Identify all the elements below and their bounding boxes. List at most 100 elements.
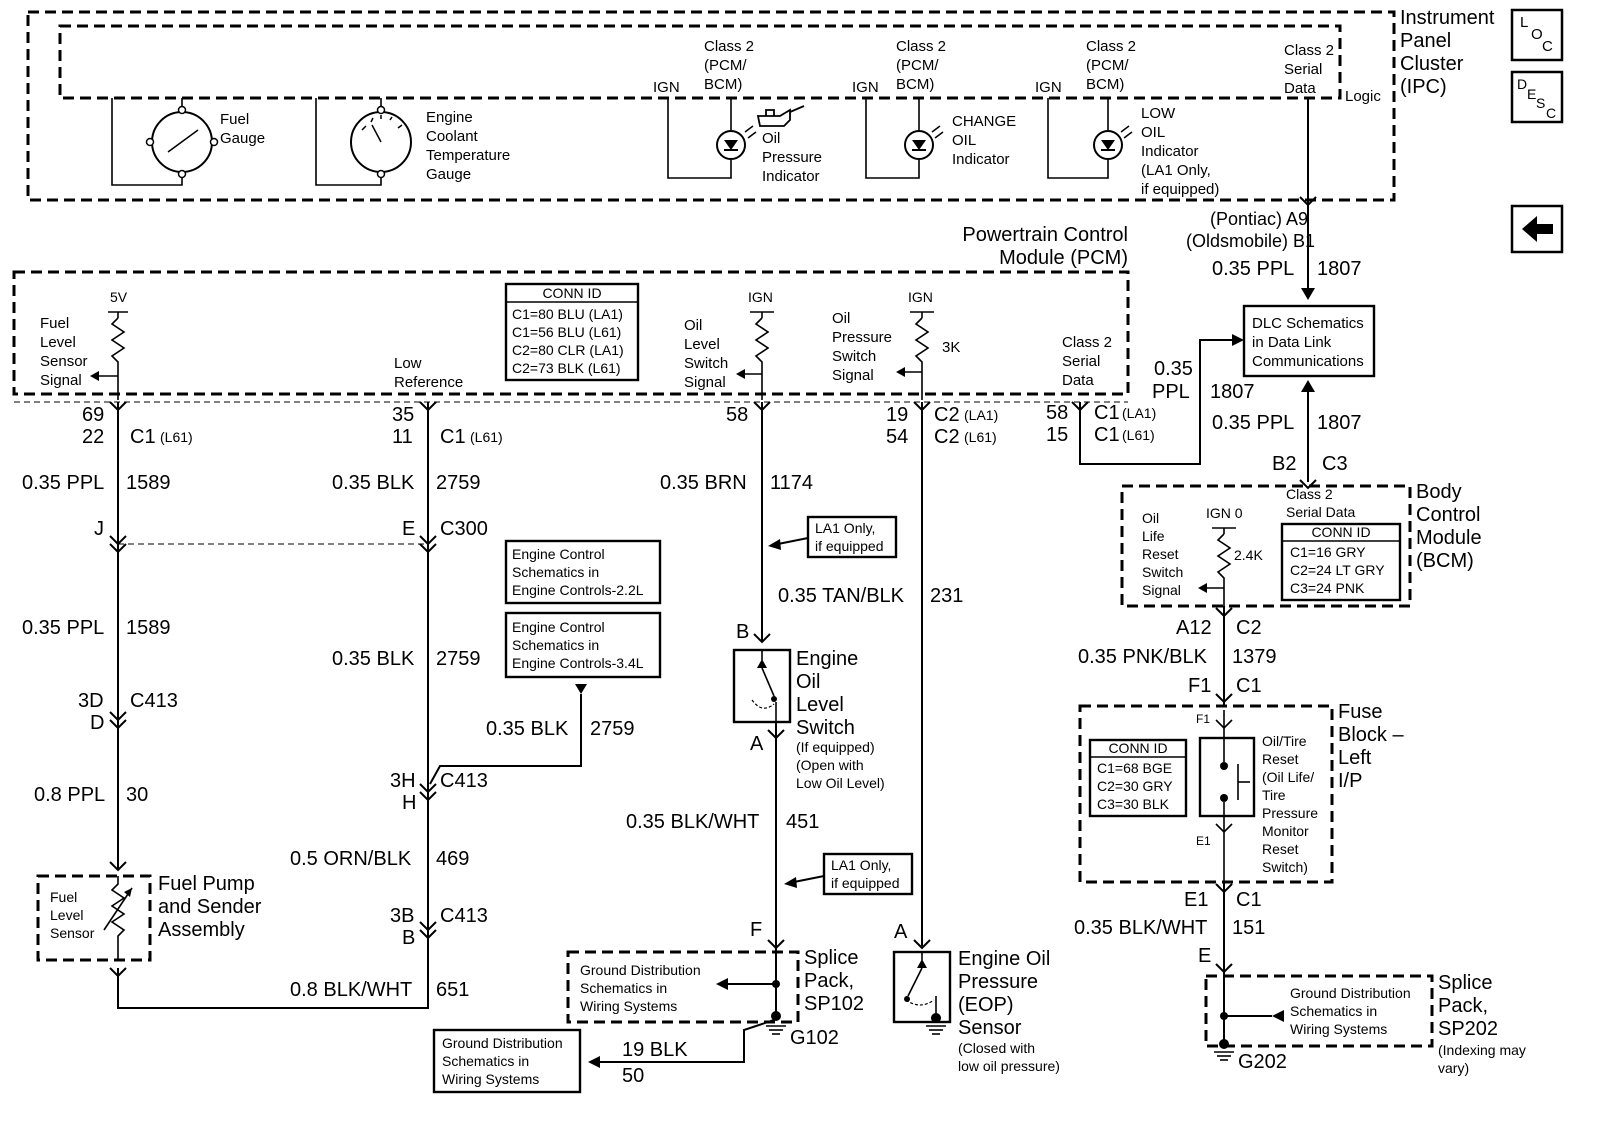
- svg-text:Tire: Tire: [1262, 787, 1286, 803]
- svg-text:Oil: Oil: [684, 317, 702, 334]
- wire-oil-level: 0.35 BRN 1174 B: [660, 401, 813, 644]
- svg-text:1589: 1589: [126, 472, 171, 494]
- svg-text:Oil: Oil: [1142, 510, 1159, 526]
- svg-text:22: 22: [82, 426, 104, 448]
- svg-text:Indicator: Indicator: [762, 168, 820, 185]
- svg-text:Fuel: Fuel: [40, 315, 69, 332]
- svg-text:Serial: Serial: [1062, 353, 1100, 370]
- svg-text:Panel: Panel: [1400, 30, 1451, 52]
- svg-text:0.5 ORN/BLK: 0.5 ORN/BLK: [290, 848, 412, 870]
- svg-text:Monitor: Monitor: [1262, 823, 1309, 839]
- svg-text:Signal: Signal: [40, 372, 82, 389]
- svg-text:C1: C1: [1236, 675, 1262, 697]
- back-button[interactable]: [1510, 204, 1564, 254]
- svg-text:(L61): (L61): [1122, 427, 1155, 443]
- svg-text:Engine Controls-2.2L: Engine Controls-2.2L: [512, 582, 644, 598]
- svg-text:and Sender: and Sender: [158, 896, 262, 918]
- svg-text:LA1 Only,: LA1 Only,: [831, 857, 891, 873]
- dlc-schematics-ref[interactable]: DLC Schematics in Data Link Communicatio…: [1242, 304, 1376, 378]
- svg-text:Class 2: Class 2: [896, 38, 946, 55]
- svg-text:Signal: Signal: [832, 367, 874, 384]
- svg-text:Left: Left: [1338, 747, 1372, 769]
- svg-text:0.35 BLK: 0.35 BLK: [332, 472, 415, 494]
- location-button[interactable]: L O C: [1510, 8, 1564, 62]
- svg-text:IGN: IGN: [852, 79, 879, 96]
- svg-text:Engine: Engine: [426, 109, 473, 126]
- svg-text:DLC Schematics: DLC Schematics: [1252, 315, 1364, 332]
- fuse-block-conn-id-table: CONN ID C1=68 BGE C2=30 GRY C3=30 BLK: [1088, 738, 1188, 818]
- wire-engine-control-ref: 0.35 BLK 2759: [429, 684, 635, 785]
- svg-text:(LA1 Only,: (LA1 Only,: [1141, 162, 1211, 179]
- pcm-outline: [12, 270, 1130, 396]
- engine-control-2-2l-ref[interactable]: Engine Control Schematics in Engine Cont…: [504, 539, 662, 605]
- svg-text:(Indexing may: (Indexing may: [1438, 1042, 1526, 1058]
- svg-text:Engine Control: Engine Control: [512, 619, 605, 635]
- svg-text:in Data Link: in Data Link: [1252, 334, 1332, 351]
- ipc-name: Instrument Panel Cluster (IPC): [1400, 7, 1495, 98]
- ground-distribution-ref-2[interactable]: Ground Distribution Schematics in Wiring…: [432, 1028, 582, 1094]
- svg-text:(If equipped): (If equipped): [796, 739, 875, 755]
- wire-fuel-return: 0.8 BLK/WHT 651: [117, 940, 469, 1009]
- svg-text:A: A: [750, 733, 764, 755]
- svg-text:Schematics in: Schematics in: [442, 1053, 529, 1069]
- svg-text:Pack,: Pack,: [1438, 995, 1488, 1017]
- svg-text:Powertrain Control: Powertrain Control: [962, 224, 1128, 246]
- svg-text:Signal: Signal: [1142, 582, 1181, 598]
- svg-text:Sensor: Sensor: [40, 353, 88, 370]
- svg-text:Instrument: Instrument: [1400, 7, 1495, 29]
- wire-oil-pressure: 0.35 TAN/BLK 231 A: [778, 401, 963, 950]
- svg-text:Low: Low: [394, 355, 422, 372]
- svg-text:A12: A12: [1176, 617, 1212, 639]
- pcm-low-reference: Low Reference: [394, 355, 463, 391]
- engine-oil-level-switch: Engine Oil Level Switch (If equipped) (O…: [732, 648, 885, 791]
- svg-text:Fuel: Fuel: [220, 111, 249, 128]
- svg-text:C2=24 LT GRY: C2=24 LT GRY: [1290, 562, 1385, 578]
- svg-text:C2=80 CLR (LA1): C2=80 CLR (LA1): [512, 342, 624, 358]
- svg-text:Oil: Oil: [832, 310, 850, 327]
- svg-text:0.35 PPL: 0.35 PPL: [1212, 258, 1294, 280]
- svg-text:0.35 TAN/BLK: 0.35 TAN/BLK: [778, 585, 905, 607]
- pcm-pins: 69 22 C1 (L61) 35 11 C1 (L61) 58 19 54 C…: [82, 402, 1156, 448]
- svg-text:0.35 BLK/WHT: 0.35 BLK/WHT: [1074, 917, 1207, 939]
- svg-text:Reset: Reset: [1142, 546, 1179, 562]
- svg-text:69: 69: [82, 404, 104, 426]
- svg-text:Oil/Tire: Oil/Tire: [1262, 733, 1307, 749]
- svg-text:Module (PCM): Module (PCM): [999, 247, 1128, 269]
- svg-text:PPL: PPL: [1152, 381, 1190, 403]
- svg-text:0.8 PPL: 0.8 PPL: [34, 784, 105, 806]
- bcm-serial-label: Class 2 Serial Data: [1286, 486, 1355, 520]
- svg-text:C1: C1: [1094, 424, 1120, 446]
- svg-text:Oil: Oil: [762, 130, 780, 147]
- svg-text:Pressure: Pressure: [1262, 805, 1318, 821]
- svg-text:Splice: Splice: [1438, 972, 1492, 994]
- engine-control-3-4l-ref[interactable]: Engine Control Schematics in Engine Cont…: [504, 611, 662, 679]
- svg-text:Indicator: Indicator: [952, 151, 1010, 168]
- svg-text:0.35 PPL: 0.35 PPL: [22, 617, 104, 639]
- oil-can-icon: [756, 105, 805, 127]
- svg-text:(PCM/: (PCM/: [704, 57, 747, 74]
- loc-letter-l: L: [1520, 14, 1528, 31]
- svg-text:CONN ID: CONN ID: [542, 285, 601, 301]
- svg-text:Oil: Oil: [796, 671, 820, 693]
- svg-text:A: A: [894, 921, 908, 943]
- svg-text:C413: C413: [130, 690, 178, 712]
- svg-text:C2: C2: [934, 426, 960, 448]
- description-button[interactable]: D E S C: [1510, 70, 1564, 124]
- svg-text:Pressure: Pressure: [832, 329, 892, 346]
- coolant-temperature-gauge: Engine Coolant Temperature Gauge: [315, 98, 510, 186]
- svg-text:Ground Distribution: Ground Distribution: [442, 1035, 563, 1051]
- oil-pressure-indicator: IGN Class 2 (PCM/ BCM) Oil Pressure Indi…: [653, 38, 822, 185]
- svg-text:D: D: [90, 712, 104, 734]
- svg-text:Schematics in: Schematics in: [580, 980, 667, 996]
- svg-text:2759: 2759: [436, 472, 481, 494]
- wire-fuel-level: 0.35 PPL 1589 J 0.35 PPL 1589 3D D C413 …: [22, 401, 178, 872]
- svg-text:low oil pressure): low oil pressure): [958, 1058, 1060, 1074]
- svg-text:451: 451: [786, 811, 819, 833]
- svg-text:vary): vary): [1438, 1060, 1469, 1076]
- svg-text:0.35 PNK/BLK: 0.35 PNK/BLK: [1078, 646, 1208, 668]
- svg-text:5V: 5V: [110, 289, 128, 305]
- wire-low-reference: 0.35 BLK 2759 E C300 0.35 BLK 2759 3H H …: [290, 401, 488, 949]
- pcm-fuel-level-signal: 5V Fuel Level Sensor Signal: [40, 289, 128, 400]
- ipc-serial-data: Class 2 Serial Data Logic: [1284, 42, 1381, 105]
- ground-distribution-ref-3[interactable]: Ground Distribution Schematics in Wiring…: [1290, 985, 1411, 1037]
